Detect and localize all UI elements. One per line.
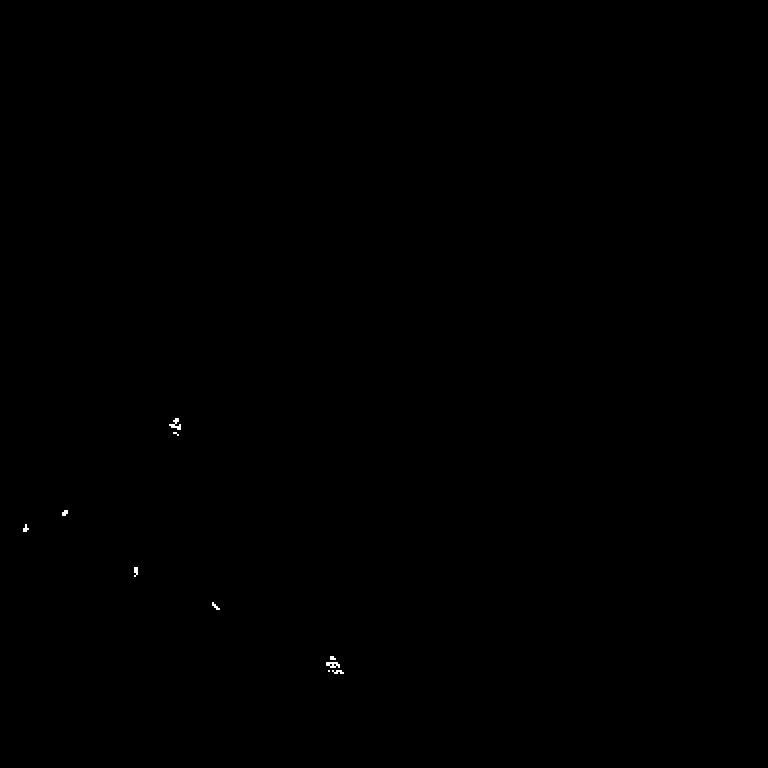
speck-pixel: [179, 424, 181, 426]
white-speck-cluster-5: [212, 602, 220, 610]
speck-pixel: [175, 426, 177, 428]
speck-pixel: [177, 434, 179, 436]
speck-pixel: [66, 512, 68, 514]
white-speck-cluster-4: [134, 567, 138, 577]
speck-pixel: [336, 664, 338, 666]
speck-pixel: [179, 428, 181, 430]
speck-pixel: [25, 526, 27, 528]
speck-pixel: [23, 528, 25, 530]
speck-pixel: [216, 608, 218, 610]
speck-pixel: [64, 512, 66, 514]
speck-pixel: [23, 530, 25, 532]
speck-pixel: [173, 420, 175, 422]
speck-pixel: [214, 604, 216, 606]
speck-pixel: [332, 662, 334, 664]
speck-pixel: [136, 571, 138, 573]
speck-pixel: [340, 670, 342, 672]
speck-pixel: [173, 432, 175, 434]
speck-pixel: [134, 575, 136, 577]
speck-pixel: [179, 426, 181, 428]
white-speck-cluster-3: [23, 524, 29, 532]
speck-pixel: [25, 528, 27, 530]
speck-pixel: [64, 514, 66, 516]
speck-pixel: [338, 666, 340, 668]
speck-pixel: [177, 428, 179, 430]
speck-pixel: [134, 569, 136, 571]
speck-pixel: [169, 424, 171, 426]
speck-pixel: [336, 670, 338, 672]
speck-pixel: [173, 424, 175, 426]
speck-pixel: [134, 567, 136, 569]
speck-pixel: [214, 606, 216, 608]
speck-pixel: [216, 606, 218, 608]
speck-pixel: [334, 658, 336, 660]
speck-pixel: [136, 573, 138, 575]
speck-pixel: [336, 662, 338, 664]
speck-pixel: [27, 528, 29, 530]
speck-pixel: [334, 672, 336, 674]
speck-pixel: [173, 426, 175, 428]
speck-pixel: [62, 514, 64, 516]
speck-pixel: [175, 420, 177, 422]
speck-pixel: [212, 602, 214, 604]
speck-pixel: [218, 608, 220, 610]
speck-pixel: [328, 664, 330, 666]
speck-pixel: [171, 424, 173, 426]
speck-pixel: [177, 426, 179, 428]
speck-pixel: [136, 567, 138, 569]
speck-pixel: [332, 658, 334, 660]
speck-pixel: [326, 664, 328, 666]
speck-pixel: [136, 569, 138, 571]
speck-pixel: [326, 662, 328, 664]
speck-pixel: [338, 670, 340, 672]
speck-pixel: [175, 422, 177, 424]
speck-pixel: [177, 420, 179, 422]
speck-pixel: [330, 666, 332, 668]
speck-pixel: [175, 418, 177, 420]
speck-pixel: [212, 604, 214, 606]
speck-pixel: [330, 662, 332, 664]
speck-pixel: [332, 664, 334, 666]
speck-pixel: [332, 670, 334, 672]
speck-pixel: [330, 658, 332, 660]
speck-pixel: [64, 510, 66, 512]
white-speck-cluster-6: [324, 656, 346, 678]
speck-pixel: [171, 426, 173, 428]
speck-pixel: [328, 662, 330, 664]
speck-pixel: [66, 510, 68, 512]
speck-pixel: [336, 672, 338, 674]
white-speck-cluster-1: [168, 418, 182, 438]
speck-pixel: [62, 512, 64, 514]
speck-pixel: [332, 656, 334, 658]
speck-pixel: [334, 666, 336, 668]
speck-pixel: [330, 656, 332, 658]
white-speck-cluster-2: [62, 510, 68, 516]
speck-pixel: [338, 664, 340, 666]
speck-pixel: [175, 432, 177, 434]
speck-pixel: [328, 670, 330, 672]
speck-pixel: [177, 418, 179, 420]
speck-pixel: [334, 662, 336, 664]
speck-pixel: [134, 571, 136, 573]
speck-pixel: [340, 672, 342, 674]
speck-pixel: [332, 666, 334, 668]
speck-pixel: [25, 524, 27, 526]
speck-pixel: [342, 672, 344, 674]
speck-pixel: [25, 530, 27, 532]
